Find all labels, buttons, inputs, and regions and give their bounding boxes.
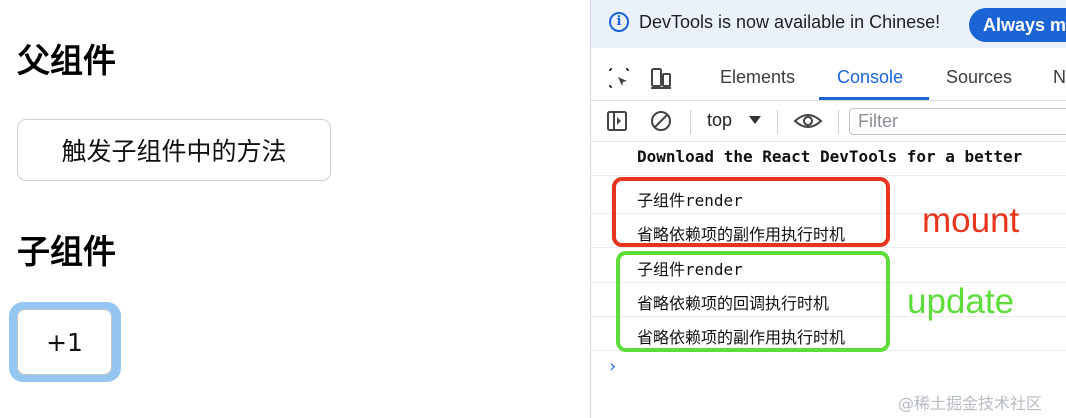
active-tab-indicator bbox=[819, 97, 929, 100]
banner-text: DevTools is now available in Chinese! bbox=[639, 12, 941, 32]
info-icon: i bbox=[609, 12, 629, 32]
app-pane: 父组件 触发子组件中的方法 子组件 +1 bbox=[9, 41, 331, 382]
focus-ring: +1 bbox=[9, 302, 121, 382]
toolbar-separator bbox=[777, 110, 778, 134]
device-toggle-icon[interactable] bbox=[649, 66, 673, 90]
eye-icon[interactable] bbox=[793, 109, 823, 133]
context-selector[interactable]: top bbox=[707, 110, 733, 130]
sidebar-toggle-icon[interactable] bbox=[605, 109, 629, 133]
console-message-text: 省略依赖项的回调执行时机 bbox=[637, 294, 830, 313]
trigger-child-method-button[interactable]: 触发子组件中的方法 bbox=[17, 119, 331, 181]
console-message: Download the React DevTools for a better bbox=[591, 142, 1066, 176]
console-toolbar: top bbox=[591, 101, 1066, 142]
console-message: 省略依赖项的副作用执行时机 bbox=[591, 214, 1066, 248]
toolbar-separator bbox=[838, 110, 839, 134]
console-message-text: 省略依赖项的副作用执行时机 bbox=[637, 328, 846, 347]
always-match-language-button[interactable]: Always ma bbox=[969, 8, 1066, 42]
child-heading: 子组件 bbox=[17, 232, 116, 271]
console-message-text: Download the React DevTools for a better bbox=[637, 147, 1023, 166]
tab-console[interactable]: Console bbox=[837, 67, 904, 87]
tab-network[interactable]: N bbox=[1053, 67, 1066, 87]
console-message: 省略依赖项的回调执行时机 bbox=[591, 283, 1066, 317]
mount-highlight-box bbox=[612, 177, 890, 247]
console-message-text: 子组件render bbox=[637, 260, 743, 279]
console-output: Download the React DevTools for a better… bbox=[591, 142, 1066, 418]
tab-sources[interactable]: Sources bbox=[946, 67, 1013, 87]
console-message-text: 省略依赖项的副作用执行时机 bbox=[637, 225, 846, 244]
inspect-element-icon[interactable] bbox=[607, 66, 631, 90]
language-banner: i DevTools is now available in Chinese! … bbox=[591, 0, 1066, 48]
mount-label: mount bbox=[922, 201, 1020, 240]
filter-input[interactable] bbox=[849, 108, 1066, 135]
console-message: 子组件render bbox=[591, 249, 1066, 283]
clear-console-icon[interactable] bbox=[649, 109, 673, 133]
chevron-down-icon bbox=[749, 116, 761, 124]
console-message: 子组件render bbox=[591, 180, 1066, 214]
toolbar-separator bbox=[690, 110, 691, 134]
console-message-text: 子组件render bbox=[637, 191, 743, 210]
devtools-tabbar: Elements Console Sources N bbox=[591, 56, 1066, 101]
watermark: @稀土掘金技术社区 bbox=[898, 394, 1043, 413]
update-label: update bbox=[907, 282, 1015, 321]
parent-heading: 父组件 bbox=[17, 41, 116, 80]
chevron-right-icon[interactable]: › bbox=[609, 356, 617, 377]
increment-button[interactable]: +1 bbox=[17, 309, 112, 375]
update-highlight-box bbox=[616, 251, 890, 352]
tab-elements[interactable]: Elements bbox=[720, 67, 796, 87]
